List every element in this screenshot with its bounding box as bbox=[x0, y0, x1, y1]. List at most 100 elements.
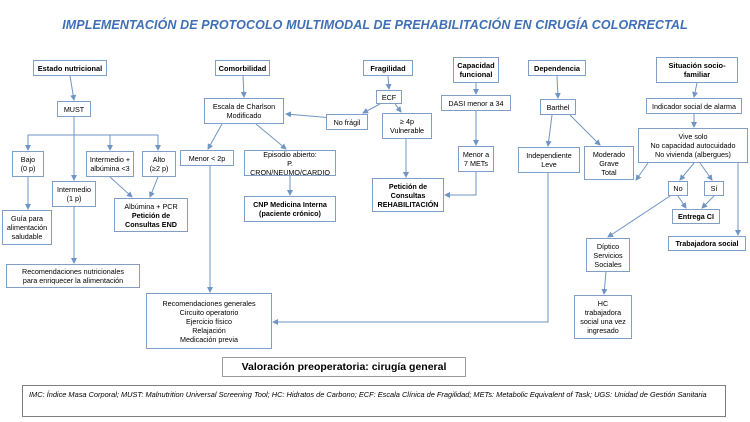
footnote: IMC: Índice Masa Corporal; MUST: Malnutr… bbox=[22, 385, 726, 417]
node-line: (1 p) bbox=[66, 194, 82, 203]
node-line: ingresado bbox=[587, 326, 619, 335]
node-line: HC bbox=[597, 299, 609, 308]
node-line: Servicios bbox=[593, 250, 623, 260]
node-line: Estado nutricional bbox=[37, 63, 103, 73]
node-line: familiar bbox=[683, 70, 711, 79]
node-trabajadora-social: Trabajadora social bbox=[668, 236, 746, 251]
connector-arrow bbox=[699, 162, 713, 181]
node-line: Grave bbox=[599, 158, 619, 168]
node-line: albúmina <3 bbox=[90, 164, 130, 173]
node-entrega-ci: Entrega CI bbox=[672, 209, 720, 224]
node-line: No vivienda (albergues) bbox=[655, 150, 731, 159]
node-line: social una vez bbox=[580, 317, 626, 326]
connector-arrow bbox=[362, 103, 381, 114]
connector-arrow bbox=[677, 195, 687, 209]
node-indicador-social: Indicador social de alarma bbox=[646, 98, 742, 114]
node-line: (paciente crónico) bbox=[259, 209, 321, 218]
node-line: P. CRON/NEUMO/CARDIO bbox=[250, 158, 330, 177]
node-line: Entrega CI bbox=[678, 212, 714, 221]
node-line: Modificado bbox=[226, 111, 262, 120]
node-ecf: ECF bbox=[376, 90, 402, 104]
node-line: Vulnerable bbox=[389, 126, 425, 135]
node-si: Sí bbox=[704, 181, 724, 196]
node-line: DASI menor a 34 bbox=[448, 98, 504, 108]
node-line: Fragilidad bbox=[370, 63, 406, 73]
connector-arrow bbox=[607, 195, 671, 238]
node-line: Trabajadora social bbox=[675, 239, 739, 248]
node-line: Petición de bbox=[131, 210, 171, 220]
node-line: Ejercicio físico bbox=[186, 316, 232, 326]
node-line: trabajadora bbox=[584, 308, 622, 317]
node-estado-nutricional: Estado nutricional bbox=[33, 60, 107, 76]
connector-arrow bbox=[109, 176, 133, 198]
node-alto: Alto(≥2 p) bbox=[142, 151, 176, 177]
connector-arrow bbox=[74, 134, 161, 151]
node-line: Intermedio + bbox=[89, 155, 131, 164]
node-line: No bbox=[673, 184, 683, 193]
node-line: Sociales bbox=[594, 259, 622, 269]
node-line: Medicación previa bbox=[180, 334, 238, 344]
node-line: Barthel bbox=[546, 102, 570, 112]
node-intermedio-albumina: Intermedio +albúmina <3 bbox=[86, 151, 134, 177]
node-line: Díptico bbox=[596, 241, 620, 251]
connector-arrow bbox=[74, 134, 113, 151]
connector-arrow bbox=[385, 75, 392, 90]
node-fragilidad: Fragilidad bbox=[363, 60, 413, 76]
node-must: MUST bbox=[57, 101, 91, 117]
node-line: Comorbilidad bbox=[218, 63, 267, 73]
connector-arrow bbox=[149, 176, 159, 198]
connector-arrow bbox=[240, 75, 247, 98]
node-line: Episodio abierto: bbox=[263, 149, 317, 159]
node-line: para enriquecer la alimentación bbox=[22, 276, 124, 285]
node-line: Bajo bbox=[20, 155, 36, 164]
node-line: Capacidad bbox=[457, 61, 495, 70]
connector-arrow bbox=[635, 162, 649, 181]
node-line: saludable bbox=[11, 232, 43, 241]
node-line: Consultas END bbox=[125, 219, 177, 229]
diagram-title: IMPLEMENTACIÓN DE PROTOCOLO MULTIMODAL D… bbox=[62, 18, 688, 32]
connector-arrow bbox=[394, 103, 402, 113]
node-line: Alto bbox=[152, 155, 166, 164]
node-line: Leve bbox=[541, 160, 557, 169]
node-bajo: Bajo(0 p) bbox=[12, 151, 44, 177]
connector-arrow bbox=[701, 195, 715, 209]
connector-arrow bbox=[255, 123, 287, 150]
node-line: Moderado bbox=[592, 149, 626, 159]
node-line: (0 p) bbox=[20, 164, 36, 173]
node-line: funcional bbox=[459, 70, 493, 79]
node-line: Albúmina + PCR bbox=[124, 201, 178, 211]
connector-arrow bbox=[569, 114, 601, 146]
connector-arrow bbox=[692, 82, 698, 98]
node-line: Recomendaciones generales bbox=[162, 298, 256, 308]
node-line: alimentación bbox=[6, 223, 48, 232]
node-line: Relajación bbox=[192, 325, 226, 335]
node-valoracion-preoperatoria: Valoración preoperatoria: cirugía genera… bbox=[222, 357, 466, 377]
node-line: CNP Medicina Interna bbox=[253, 200, 327, 209]
node-line: Menor a bbox=[462, 150, 490, 159]
node-menor-2p: Menor < 2p bbox=[180, 150, 234, 166]
node-line: Escala de Charlson bbox=[212, 102, 276, 111]
connector-arrow bbox=[679, 162, 695, 181]
node-line: REHABILITACIÓN bbox=[377, 199, 439, 209]
node-line: Indicador social de alarma bbox=[652, 101, 736, 111]
connector-arrow bbox=[545, 114, 553, 147]
connector-arrow bbox=[272, 173, 549, 325]
connector-arrow bbox=[601, 271, 608, 295]
node-episodio-abierto: Episodio abierto:P. CRON/NEUMO/CARDIO bbox=[244, 149, 336, 177]
node-no: No bbox=[668, 181, 688, 196]
node-line: Situación socio- bbox=[668, 61, 726, 70]
node-line: No frágil bbox=[333, 117, 361, 127]
node-line: Independiente bbox=[526, 151, 572, 160]
